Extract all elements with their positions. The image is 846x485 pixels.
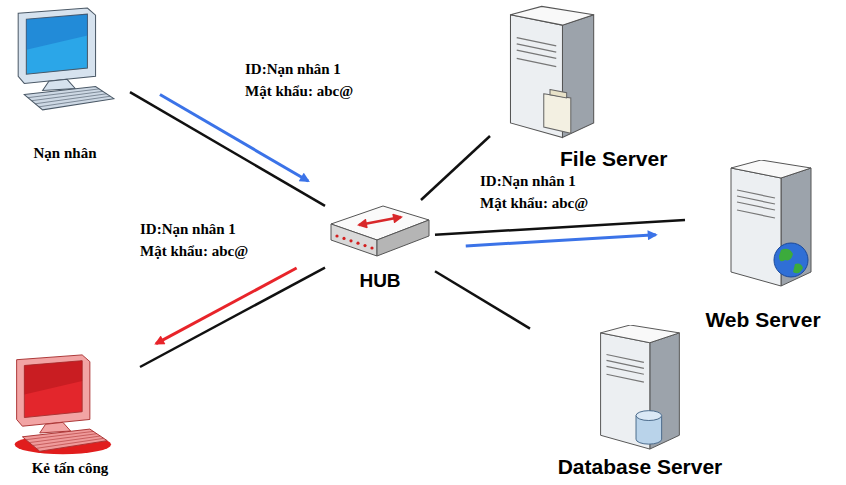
screen-shade (24, 361, 82, 395)
drawing-part (18, 8, 114, 110)
drawing-part (15, 355, 111, 454)
cable-line (435, 220, 685, 235)
data-flow-arrow (156, 268, 297, 344)
drawing-part (601, 325, 680, 449)
key-row (36, 438, 103, 448)
drive-slot (517, 50, 557, 58)
node-label: Nạn nhân (34, 145, 97, 162)
cable-line (140, 268, 325, 367)
server-icon (717, 160, 821, 290)
network-link (140, 268, 325, 367)
keyboard (22, 429, 107, 451)
data-flow-arrow (466, 235, 656, 246)
monitor-screen (26, 14, 87, 74)
node-label: Web Server (705, 308, 820, 332)
database-server: Database Server (530, 325, 750, 482)
drive-slot (737, 210, 775, 218)
port-light (342, 237, 345, 240)
node-label: Kẻ tấn công (32, 460, 109, 477)
hub-side (377, 220, 429, 256)
globe-icon (774, 243, 808, 277)
server-icon (498, 5, 602, 143)
credential-label: ID:Nạn nhân 1 Mật khẩu: abc@ (478, 170, 606, 214)
cable-line (435, 271, 530, 328)
pc-icon (4, 352, 116, 458)
server-icon (586, 325, 690, 453)
hub-arrow (359, 217, 401, 225)
attacker-computer: Kẻ tấn công (0, 352, 140, 482)
network-link (130, 92, 325, 206)
screen-shade (26, 14, 87, 50)
drawing-part (731, 160, 811, 286)
hub-icon (325, 200, 435, 266)
network-link (435, 271, 530, 328)
monitor-case (17, 355, 90, 426)
network-hub: HUB (325, 200, 435, 296)
credential-label: ID:Nạn nhân 1 Mật khẩu: abc@ (243, 58, 371, 102)
monitor-screen (24, 361, 82, 418)
drive-slot (606, 366, 643, 374)
credential-label: ID:Nạn nhân 1 Mật khẩu: abc@ (138, 218, 266, 262)
server-top (731, 160, 811, 178)
server-front (731, 168, 781, 286)
drawing-part (510, 6, 593, 137)
drive-slot (606, 374, 643, 382)
hub-front (331, 224, 377, 256)
node-label: Database Server (558, 455, 723, 479)
folder-tab (550, 90, 567, 98)
port-light (356, 242, 359, 245)
port-light (363, 244, 366, 247)
file-server: File Server (490, 5, 700, 181)
drive-slot (737, 202, 775, 210)
web-server: Web Server (685, 160, 841, 338)
port-light (349, 239, 352, 242)
node-label: HUB (359, 270, 400, 292)
port-light (335, 234, 338, 237)
drawing-part (331, 206, 429, 256)
cable-line (130, 92, 325, 206)
data-flow-arrow (160, 95, 308, 181)
cylinder-top (636, 411, 662, 421)
server-top (510, 6, 593, 25)
keyboard (24, 86, 114, 109)
node-label: File Server (560, 147, 667, 171)
victim-computer: Nạn nhân (0, 5, 130, 173)
server-top (601, 325, 680, 343)
folder-icon (544, 94, 571, 134)
network-link (435, 220, 685, 246)
key-row (39, 96, 110, 107)
pc-icon (8, 5, 120, 117)
port-light (370, 246, 373, 249)
drive-slot (517, 58, 557, 66)
monitor-case (18, 8, 95, 83)
globe-land (779, 249, 803, 274)
